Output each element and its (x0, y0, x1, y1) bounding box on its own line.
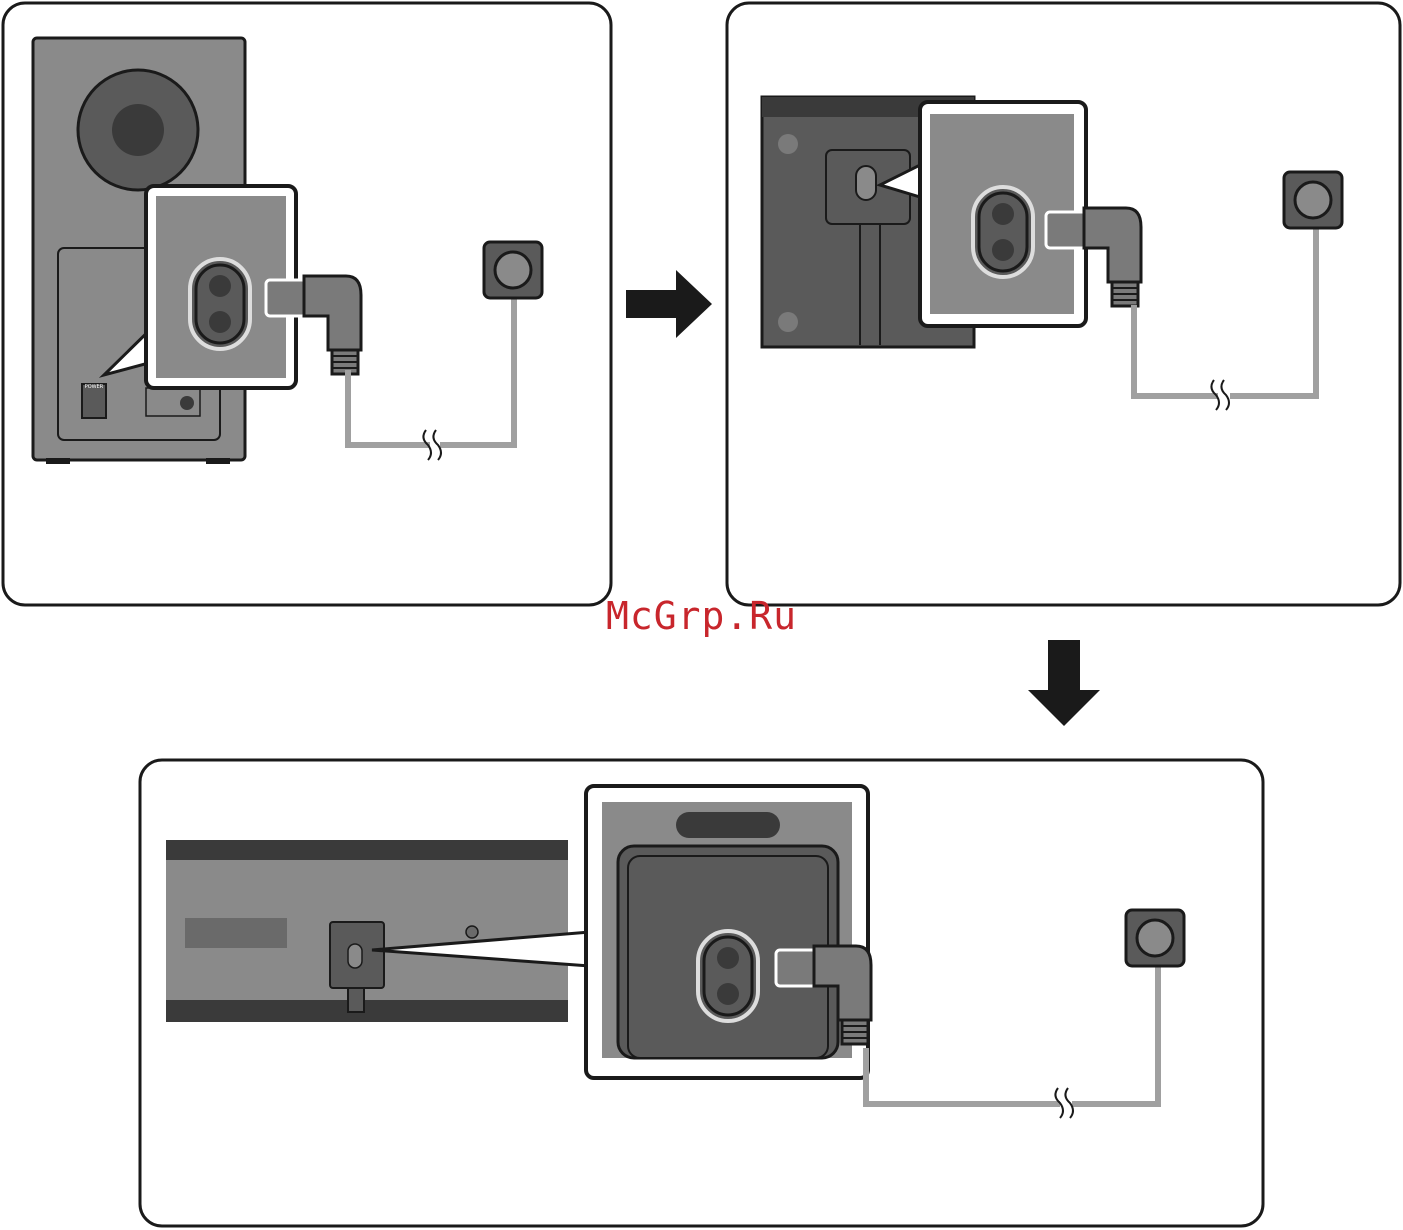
step-panel-subwoofer-alt (727, 3, 1400, 605)
power-socket-icon (698, 931, 758, 1021)
step-panel-subwoofer: POWER (3, 3, 611, 605)
zoom-callout (586, 786, 868, 1078)
watermark: McGrp.Ru (606, 594, 797, 638)
wall-outlet-icon (1126, 910, 1184, 966)
power-port-label: POWER (85, 384, 104, 390)
arrow-right-icon (626, 270, 712, 338)
power-socket-icon (973, 187, 1033, 277)
soundbar-rear (166, 840, 568, 1022)
wall-outlet-icon (484, 242, 542, 298)
power-socket-icon (190, 259, 250, 349)
arrow-down-icon (1028, 640, 1100, 726)
step-panel-soundbar (140, 760, 1263, 1226)
wall-outlet-icon (1284, 172, 1342, 228)
